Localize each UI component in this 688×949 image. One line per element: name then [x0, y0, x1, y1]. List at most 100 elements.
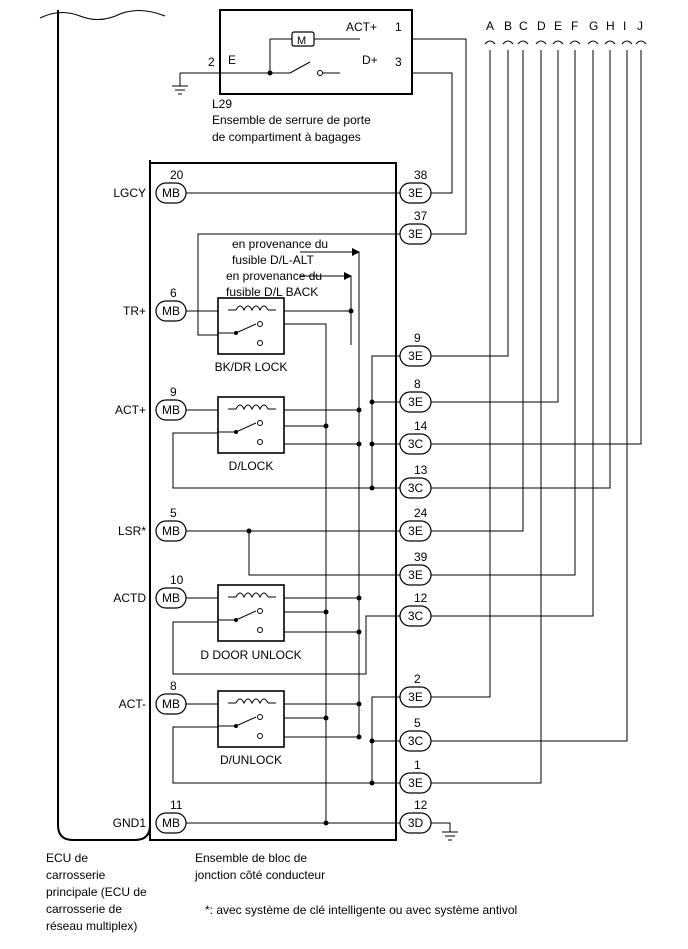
junction-pin-connector	[399, 564, 432, 586]
ecu-pin-connector-label: MB	[162, 186, 180, 200]
junction-pin-connector	[399, 345, 432, 367]
ecu-pin-connector-label: MB	[162, 524, 180, 538]
relay: BK/DR LOCK	[215, 297, 287, 374]
ecu-pin-number: 8	[170, 679, 177, 693]
ecu-pin-connector	[155, 399, 187, 421]
lock-pin-act-plus-label: ACT+	[346, 20, 377, 34]
wire-break-mark	[502, 40, 514, 45]
ecu-outline	[57, 10, 151, 841]
ecu-pin-label: TR+	[123, 304, 146, 318]
ecu-pin-connector-label: MB	[162, 591, 180, 605]
relay: D DOOR UNLOCK	[200, 584, 302, 662]
ecu-pin-label: LSR*	[118, 524, 146, 538]
lock-name-line1: Ensemble de serrure de porte	[212, 113, 371, 127]
lock-pin-d-plus-label: D+	[362, 53, 378, 67]
footnote: *: avec système de clé intelligente ou a…	[205, 903, 518, 917]
lock-motor-icon: M	[291, 31, 315, 47]
ecu-top-break	[39, 10, 166, 20]
fuse-note-1-line1: en provenance du	[232, 237, 328, 251]
junction-pin-connector	[399, 182, 432, 204]
relay-coil-icon	[228, 404, 276, 411]
ecu-pin-connector	[155, 300, 187, 322]
ecu-pin: LSR* 5MB	[118, 506, 187, 542]
ecu-pin-label: ACT-	[119, 697, 146, 711]
junction-pin-number: 38	[414, 168, 428, 182]
junction-pin-number: 24	[414, 506, 428, 520]
junction-pin-number: 12	[414, 591, 428, 605]
wire-letter-label: A	[486, 19, 494, 33]
lock-code: L29	[212, 97, 232, 111]
relay: D/UNLOCK	[217, 690, 285, 767]
ecu-pin-number: 11	[170, 798, 183, 812]
lock-outline	[219, 9, 413, 95]
junction-pin-connector	[399, 730, 432, 752]
ecu-pin-connector	[155, 812, 187, 834]
ecu-pin-label: GND1	[113, 816, 147, 830]
ecu-pin-label: ACT+	[115, 403, 146, 417]
ground-symbol-junction	[431, 822, 458, 841]
wire-break-mark	[604, 40, 616, 45]
junction-pin-number: 2	[414, 672, 421, 686]
junction-pin-connector-label: 3C	[408, 481, 424, 495]
ecu-pin-number: 5	[170, 506, 177, 520]
ecu-pin-connector-label: MB	[162, 304, 180, 318]
ecu-pin-number: 20	[170, 168, 184, 182]
junction-pin: 13E	[399, 758, 432, 794]
relay-label: D DOOR UNLOCK	[200, 648, 301, 662]
ecu-pin-connector	[155, 182, 187, 204]
junction-pin-number: 39	[414, 550, 428, 564]
relay-coil-icon	[228, 305, 276, 312]
junction-pin-connector	[399, 477, 432, 499]
junction-pin-connector	[399, 223, 432, 245]
ecu-pin-connector	[155, 587, 187, 609]
ecu-pin-label: ACTD	[113, 591, 146, 605]
ecu-pin-number: 6	[170, 286, 177, 300]
wire-break-mark	[621, 40, 633, 45]
junction-pin: 23E	[399, 672, 432, 708]
lock-name-line2: de compartiment à bagages	[212, 130, 361, 144]
relay: D/LOCK	[217, 396, 285, 473]
junction-pin-connector	[399, 686, 432, 708]
junction-block-outline	[149, 162, 397, 841]
relay-coil-icon	[228, 592, 276, 599]
junction-pin-connector-label: 3C	[408, 437, 424, 451]
junction-pin-number: 8	[414, 377, 421, 391]
junction-pin-connector-label: 3E	[408, 690, 423, 704]
junction-pin: 53C	[399, 716, 432, 752]
ecu-pin-connector-label: MB	[162, 697, 180, 711]
wire-break-mark	[535, 40, 547, 45]
wire-letter-label: J	[637, 19, 643, 33]
ecu-pin: TR+ 6MB	[123, 286, 187, 322]
junction-pin-connector	[399, 812, 432, 834]
wire-break-mark	[484, 40, 496, 45]
relay-label: D/LOCK	[229, 459, 274, 473]
junction-pin-connector	[399, 391, 432, 413]
junction-pin-number: 5	[414, 716, 421, 730]
ground-symbol-lock	[172, 73, 188, 95]
relay-coil-icon	[228, 698, 276, 705]
junction-caption: Ensemble de bloc de jonction côté conduc…	[195, 851, 326, 882]
lock-pin-e-label: E	[228, 53, 236, 67]
wire-break-mark	[569, 40, 581, 45]
ecu-pin-number: 9	[170, 385, 177, 399]
fuse-note-1-line2: fusible D/L-ALT	[232, 253, 314, 267]
wire-letter-label: H	[606, 19, 615, 33]
ecu-pin: ACT+9MB	[115, 385, 187, 421]
junction-pin-number: 14	[414, 419, 428, 433]
junction-pin: 83E	[399, 377, 432, 413]
wire-break-mark	[635, 40, 647, 45]
ecu-pin-connector-label: MB	[162, 816, 180, 830]
ecu-pin-connector	[155, 520, 187, 542]
fuse-note-2-line1: en provenance du	[226, 269, 322, 283]
wire-break-mark	[552, 40, 564, 45]
junction-pin-connector-label: 3C	[408, 609, 424, 623]
junction-pin-connector-label: 3D	[408, 816, 424, 830]
svg-text:M: M	[297, 35, 306, 47]
